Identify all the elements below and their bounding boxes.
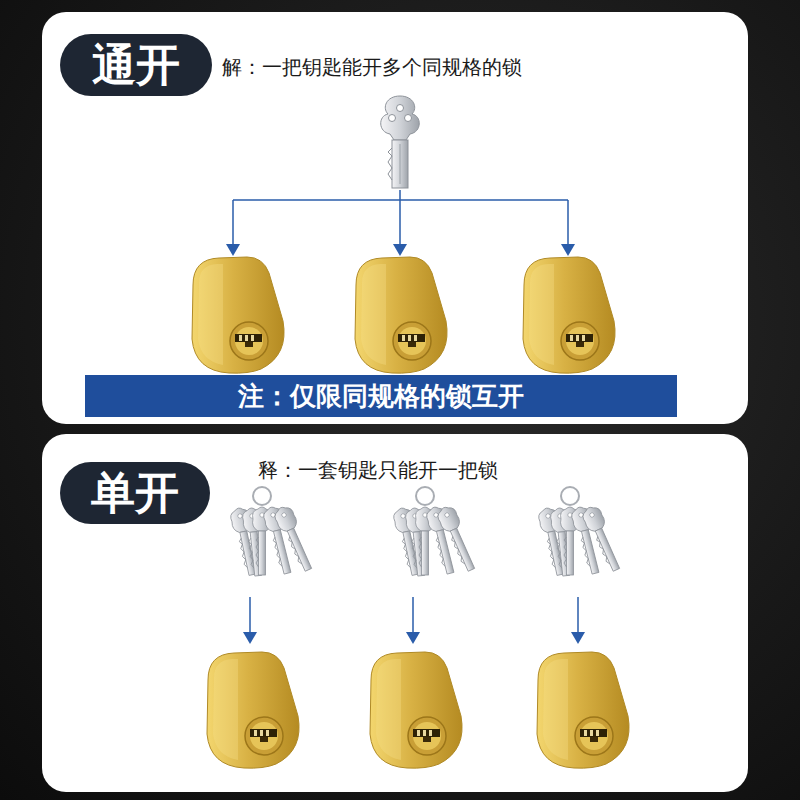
- content-panel: 释：一套钥匙只能开一把锁单开: [42, 434, 748, 792]
- key-set: [537, 487, 625, 577]
- arrow-heads: [226, 244, 575, 256]
- lock-cylinder: [355, 257, 447, 373]
- lock-cylinder: [207, 652, 299, 768]
- lock-cylinder: [523, 257, 615, 373]
- heading-text: 单开: [91, 471, 179, 515]
- master-key: [381, 96, 420, 188]
- key-set: [392, 487, 480, 577]
- lock-cylinder: [370, 652, 462, 768]
- heading-pill: 单开: [60, 462, 210, 524]
- explanation-text: 解：一把钥匙能开多个同规格的锁: [222, 55, 522, 79]
- lock-cylinder: [192, 257, 284, 373]
- note-text: 注：仅限同规格的锁互开: [238, 383, 524, 409]
- note-banner: 注：仅限同规格的锁互开: [85, 375, 677, 417]
- split-arrows: [233, 190, 568, 246]
- down-arrows: [250, 597, 578, 634]
- arrow-heads: [243, 632, 585, 644]
- key-set: [229, 487, 317, 577]
- heading-text: 通开: [92, 43, 180, 87]
- content-panel: 解：一把钥匙能开多个同规格的锁 通开注：仅限同规格的锁互开: [42, 12, 748, 424]
- lock-cylinder: [537, 652, 629, 768]
- explanation-text: 释：一套钥匙只能开一把锁: [258, 458, 498, 482]
- heading-pill: 通开: [60, 34, 212, 96]
